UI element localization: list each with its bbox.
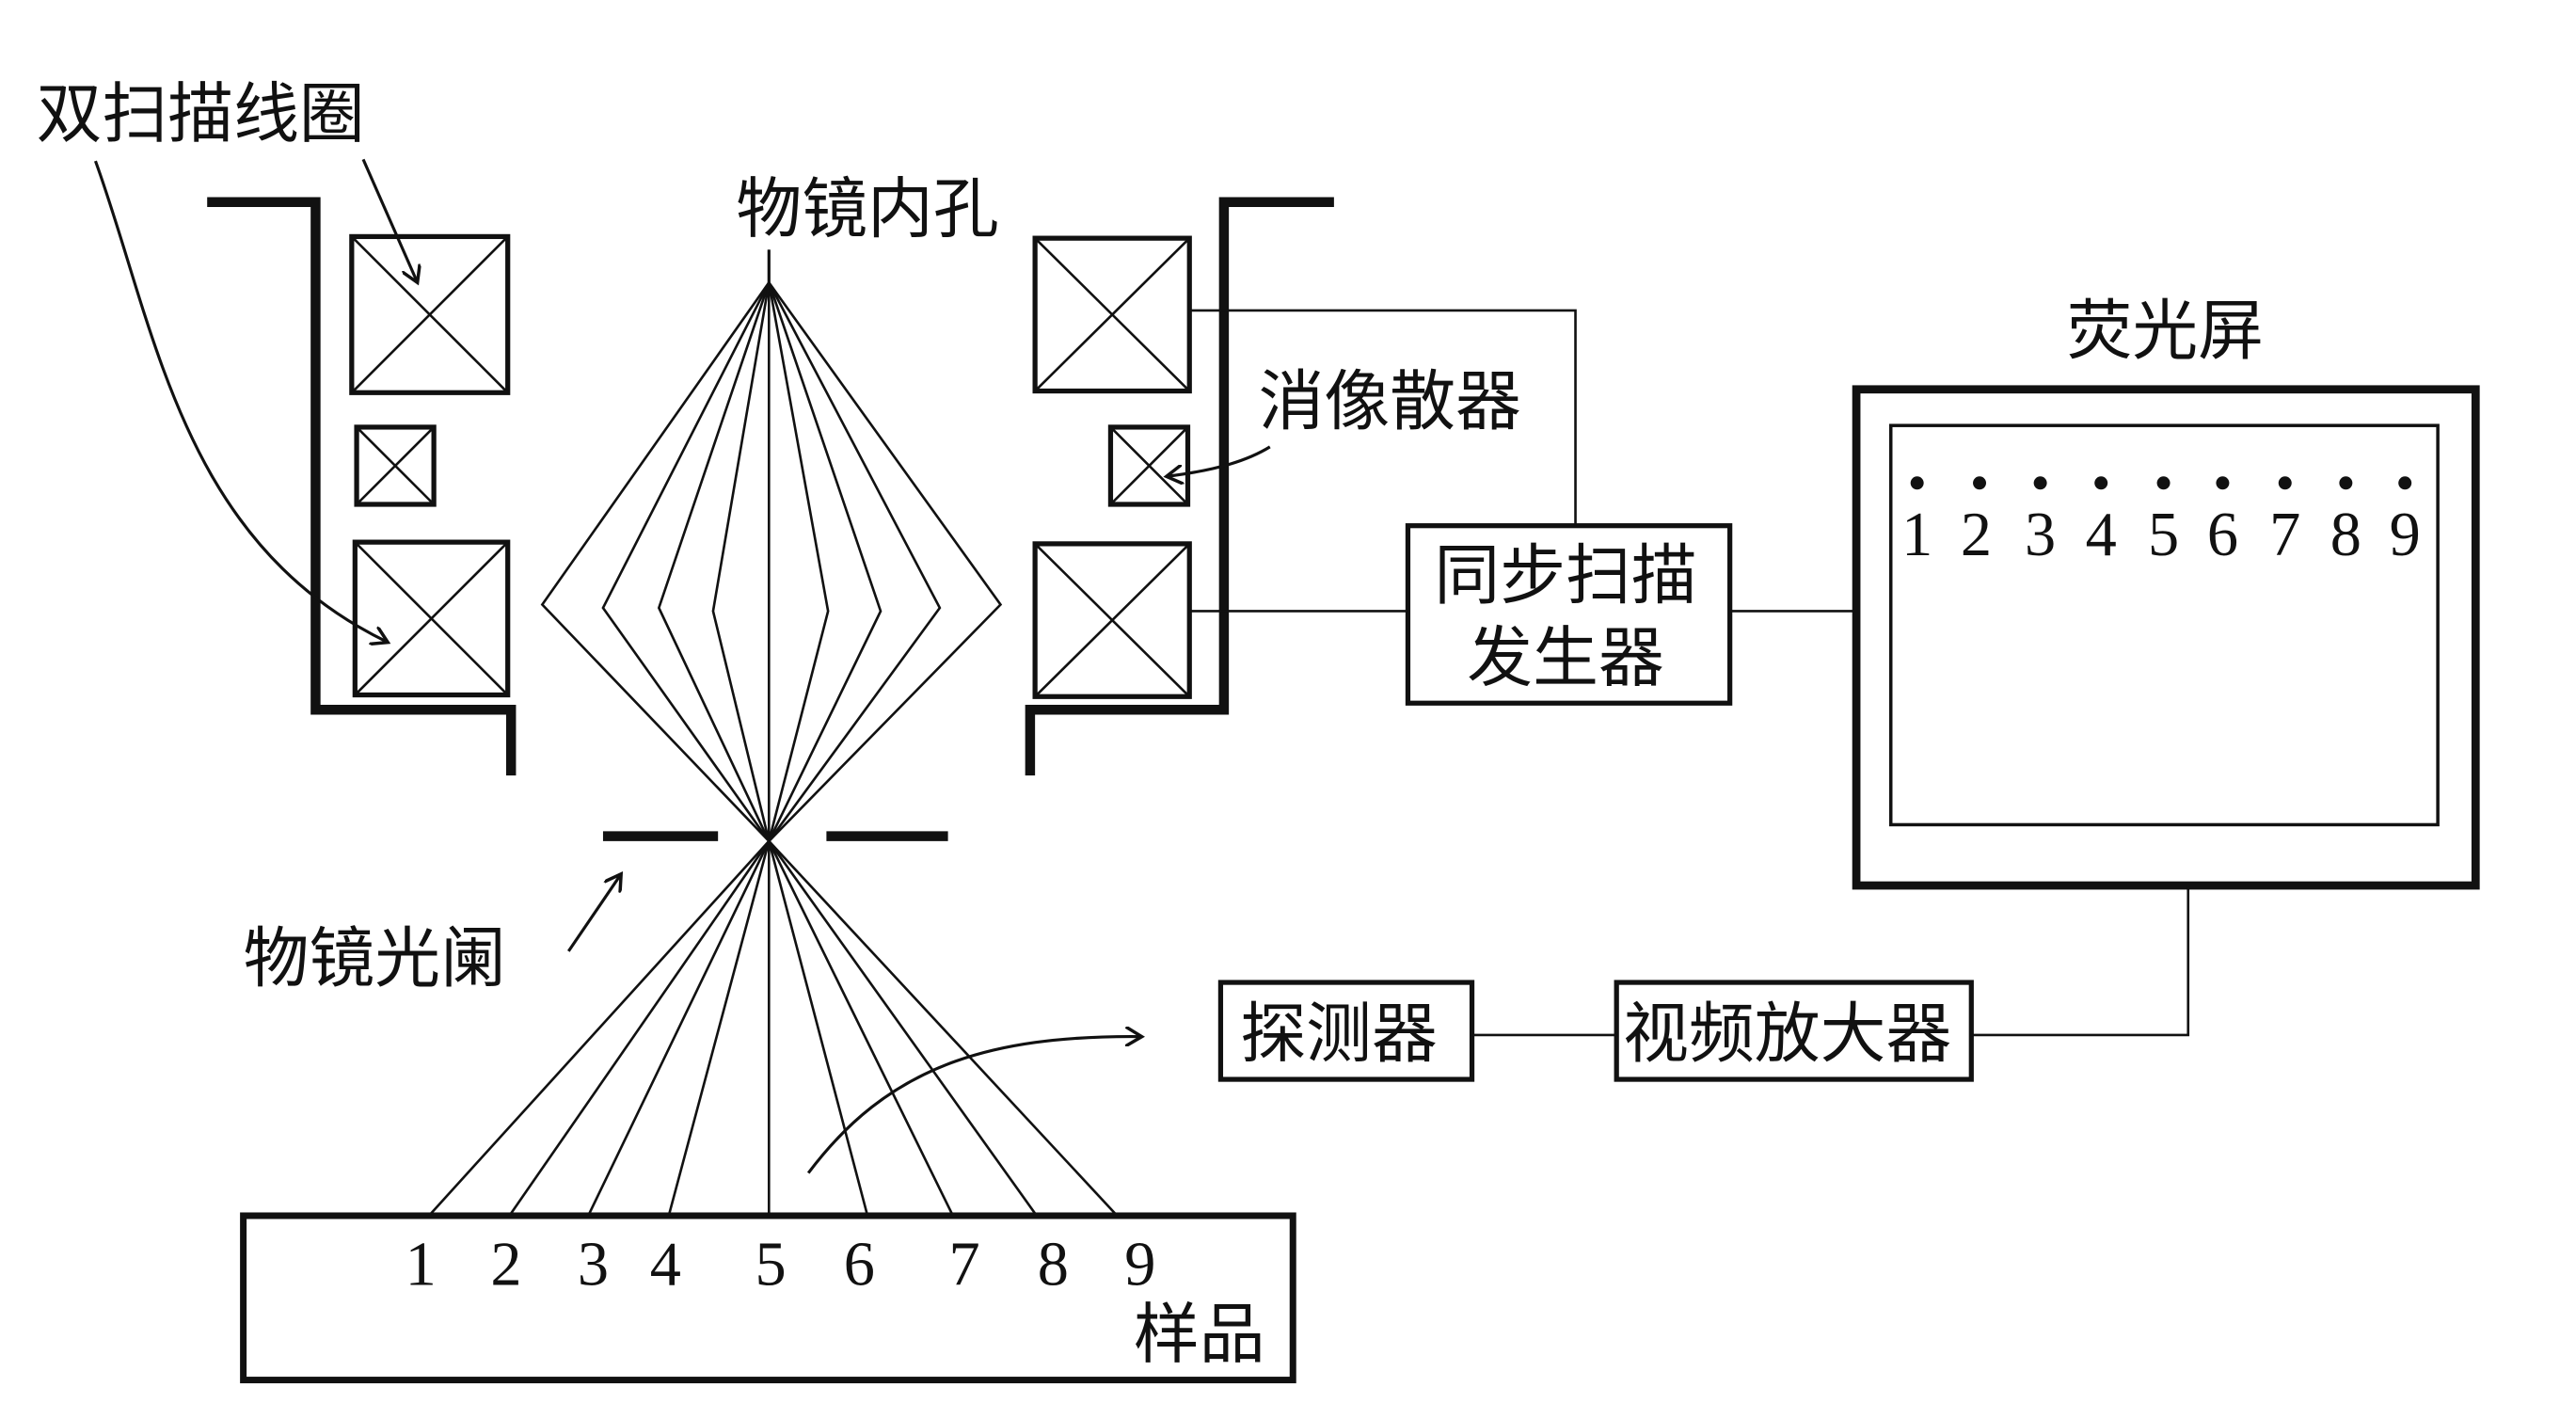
sample-point-number: 7 — [948, 1230, 979, 1299]
sync-generator-label-line1: 同步扫描 — [1434, 538, 1696, 614]
screen-inner-display — [1889, 423, 2440, 827]
screen-point-number: 2 — [1961, 501, 1992, 569]
screen-point-number: 7 — [2269, 501, 2300, 569]
sample-label: 样品 — [1134, 1297, 1265, 1373]
right-pole-piece — [1025, 197, 1334, 776]
screen-point-number: 8 — [2330, 501, 2361, 569]
screen-point-number: 5 — [2148, 501, 2179, 569]
objective-aperture-label: 物镜光阑 — [244, 920, 506, 996]
screen-point-number: 3 — [2025, 501, 2056, 569]
screen-point-number: 4 — [2086, 501, 2117, 569]
screen-dot — [2216, 476, 2230, 490]
screen-point-number: 6 — [2207, 501, 2238, 569]
detector-box — [1217, 980, 1475, 1082]
screen-outer-frame — [1852, 385, 2480, 890]
screen-title: 荧光屏 — [2067, 293, 2264, 369]
screen-point-numbers: 1 2 3 4 5 6 7 8 9 — [1901, 501, 2421, 569]
sample-point-number: 6 — [844, 1230, 875, 1299]
screen-point-number: 9 — [2390, 501, 2421, 569]
screen-dot — [2398, 476, 2412, 490]
screen-dot — [2156, 476, 2171, 490]
upper-beam-rays — [540, 249, 1003, 842]
screen-dot — [2094, 476, 2108, 490]
sample-point-number: 8 — [1038, 1230, 1069, 1299]
right-lower-scan-coil — [1032, 541, 1192, 699]
screen-dot — [2033, 476, 2047, 490]
leader-arrows — [93, 158, 1271, 1174]
left-lower-scan-coil — [352, 539, 511, 698]
sample-box — [240, 1212, 1296, 1384]
stigmator-label: 消像散器 — [1259, 363, 1521, 439]
sample-point-numbers: 1 2 3 4 5 6 7 8 9 — [405, 1230, 1156, 1299]
dual-scan-coils-label: 双扫描线圈 — [37, 76, 365, 152]
sample-point-number: 9 — [1124, 1230, 1155, 1299]
screen-point-number: 1 — [1901, 501, 1932, 569]
signal-wires — [1471, 885, 2190, 1037]
screen-dot — [2278, 476, 2292, 490]
right-upper-scan-coil — [1032, 235, 1192, 394]
screen-dot — [1973, 476, 1987, 490]
sample-point-number: 4 — [650, 1230, 681, 1299]
sample-point-number: 5 — [755, 1230, 786, 1299]
screen-dot — [2339, 476, 2353, 490]
coil-wires — [1189, 309, 1857, 613]
left-upper-scan-coil — [349, 233, 511, 395]
objective-bore-label: 物镜内孔 — [736, 171, 998, 247]
video-amplifier-box — [1614, 980, 1974, 1082]
screen-dot — [1910, 476, 1924, 490]
right-stigmator-coil — [1107, 424, 1191, 507]
lower-beam-rays — [427, 840, 1119, 1217]
sync-scan-generator-box — [1405, 523, 1733, 706]
sample-point-number: 3 — [578, 1230, 609, 1299]
sync-generator-label-line2: 发生器 — [1467, 620, 1663, 696]
sample-point-number: 1 — [405, 1230, 437, 1299]
detector-label: 探测器 — [1240, 996, 1437, 1073]
sample-point-number: 2 — [490, 1230, 521, 1299]
video-amplifier-label: 视频放大器 — [1623, 996, 1951, 1073]
screen-dots — [1910, 476, 2412, 490]
left-pole-piece — [207, 197, 517, 776]
left-stigmator-coil — [354, 424, 437, 507]
